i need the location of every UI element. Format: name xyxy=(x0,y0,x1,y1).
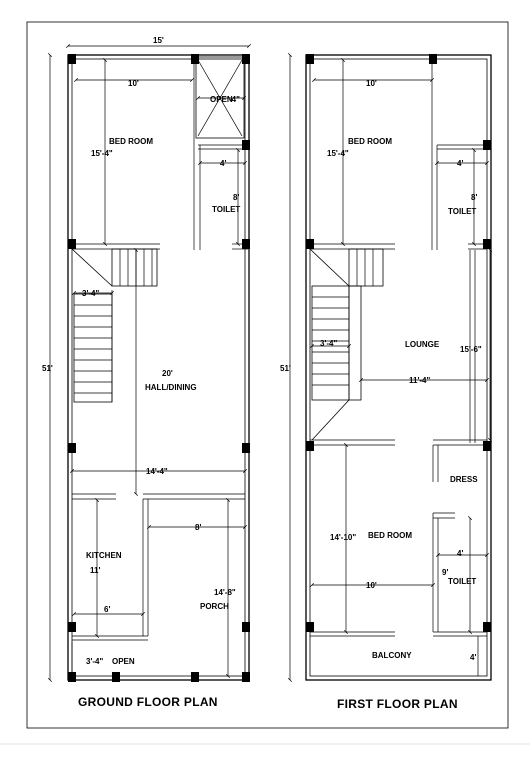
dim-kitchen-width: 6' xyxy=(104,605,110,614)
dim-ff-lounge-length: 15'-6" xyxy=(460,345,482,354)
dim-porch-width: 8' xyxy=(195,523,201,532)
lounge-label: LOUNGE xyxy=(405,340,440,349)
dim-open-width: -4" xyxy=(229,95,240,104)
dim-porch-length: 14'-8" xyxy=(214,588,236,597)
dim-kitchen-length: 11' xyxy=(90,566,100,575)
dim-overall-width: 15' xyxy=(153,36,164,45)
ground-bedroom-label: BED ROOM xyxy=(109,137,153,146)
dim-hall-length: 20' xyxy=(162,369,173,378)
dim-ff-bed-length: 15'-4" xyxy=(327,149,349,158)
dim-bed-width: 10' xyxy=(128,79,139,88)
dim-ff-overall-length: 51' xyxy=(280,364,291,373)
first-toilet-label: TOILET xyxy=(448,207,476,216)
first-dimension-lines xyxy=(288,53,492,682)
dim-ff-bed2-length: 14'-10" xyxy=(330,533,356,542)
first-staircase xyxy=(309,248,384,441)
dim-toilet-length: 8' xyxy=(233,193,239,202)
dim-ff-balcony-length: 4' xyxy=(470,653,476,662)
ground-toilet-label: TOILET xyxy=(212,205,240,214)
dim-ff-toilet-length: 8' xyxy=(471,193,477,202)
ground-open-bottom-label: OPEN xyxy=(112,657,135,666)
dim-stair-width: 3'-4" xyxy=(82,289,99,298)
dress-label: DRESS xyxy=(450,475,478,484)
dim-toilet-width: 4' xyxy=(220,159,226,168)
dim-ff-stair-width: 3'-4" xyxy=(320,339,337,348)
dim-ff-lounge-width: 11'-4" xyxy=(409,376,430,385)
ground-open-label: OPEN xyxy=(210,95,233,104)
dim-bed-length: 15'-4" xyxy=(91,149,113,158)
ground-dimension-lines xyxy=(48,44,251,682)
first-floor-title: FIRST FLOOR PLAN xyxy=(337,697,458,711)
dim-ff-bed-width: 10' xyxy=(366,79,377,88)
dim-ff-bed2-width: 10' xyxy=(366,581,377,590)
ground-columns xyxy=(68,54,250,682)
dim-hall-width: 14'-4" xyxy=(146,467,168,476)
hall-dining-label: HALL/DINING xyxy=(145,383,197,392)
dim-ff-toilet2-length: 9' xyxy=(442,568,448,577)
first-bedroom-2-label: BED ROOM xyxy=(368,531,412,540)
first-bedroom-label: BED ROOM xyxy=(348,137,392,146)
balcony-label: BALCONY xyxy=(372,651,412,660)
dim-ff-toilet-width: 4' xyxy=(457,159,463,168)
ground-floor-plan: BED ROOM OPEN TOILET HALL/DINING KITCHEN… xyxy=(42,36,251,709)
first-columns xyxy=(306,54,491,632)
sheet-border xyxy=(26,21,509,729)
dim-overall-length: 51' xyxy=(42,364,53,373)
ground-staircase xyxy=(71,248,158,403)
dim-open-length: 3'-4" xyxy=(86,657,103,666)
porch-label: PORCH xyxy=(200,602,229,611)
kitchen-label: KITCHEN xyxy=(86,551,122,560)
ground-outer-wall xyxy=(67,54,250,681)
dim-ff-toilet2-width: 4' xyxy=(457,549,463,558)
first-floor-plan: BED ROOM TOILET LOUNGE DRESS BED ROOM TO… xyxy=(280,53,492,711)
first-toilet-2-label: TOILET xyxy=(448,577,476,586)
ground-floor-title: GROUND FLOOR PLAN xyxy=(78,695,218,709)
